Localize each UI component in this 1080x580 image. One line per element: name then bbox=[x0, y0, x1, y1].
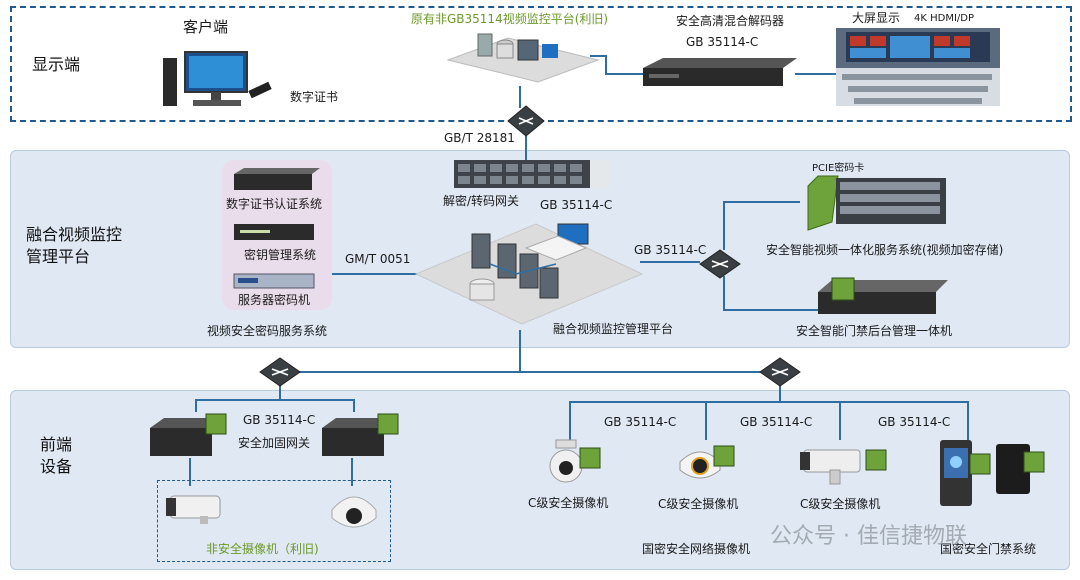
switch-platform-icon bbox=[699, 249, 741, 279]
access-terminal-icon bbox=[940, 440, 1045, 506]
gateway-std: GB 35114-C bbox=[540, 198, 613, 212]
decoder-label: 安全高清混合解码器 bbox=[676, 14, 785, 28]
bullet-camera-icon bbox=[800, 449, 887, 485]
gb35114-right-label: GB 35114-C bbox=[634, 243, 707, 257]
national-access-label: 国密安全门禁系统 bbox=[940, 542, 1037, 556]
gbt28181-label: GB/T 28181 bbox=[444, 131, 515, 145]
gmt0051-label: GM/T 0051 bbox=[345, 252, 411, 266]
bigscreen-room-image bbox=[836, 28, 1000, 106]
cam-c2-label: C级安全摄像机 bbox=[658, 497, 739, 511]
front-std-left: GB 35114-C bbox=[243, 413, 316, 427]
legacy-cams-box bbox=[157, 480, 391, 562]
front-std-3: GB 35114-C bbox=[878, 415, 951, 429]
secure-gateway-left-icon bbox=[150, 413, 227, 456]
crypto-service-label: 视频安全密码服务系统 bbox=[207, 324, 328, 338]
legacy-bullet-camera-icon bbox=[166, 495, 221, 524]
display-zone-title: 显示端 bbox=[32, 55, 81, 74]
platform-zone-title: 融合视频监控 管理平台 bbox=[26, 225, 123, 266]
legacy-dome-camera-icon bbox=[331, 496, 377, 528]
cam-c1-label: C级安全摄像机 bbox=[528, 496, 609, 510]
watermark: 公众号 · 佳信捷物联 bbox=[770, 524, 967, 549]
turret-camera-icon bbox=[679, 445, 735, 479]
decoder-std: GB 35114-C bbox=[686, 35, 759, 49]
switch-left-icon bbox=[259, 357, 301, 387]
bigscreen-spec: 4K HDMI/DP bbox=[914, 13, 974, 24]
front-std-2: GB 35114-C bbox=[740, 415, 813, 429]
national-cam-label: 国密安全网络摄像机 bbox=[642, 542, 751, 556]
legacy-platform-icon bbox=[446, 33, 600, 83]
server-crypto-label: 服务器密码机 bbox=[238, 293, 311, 307]
legacy-platform-label: 原有非GB35114视频监控平台(利旧) bbox=[411, 12, 609, 26]
storage-server-icon bbox=[807, 175, 946, 231]
digital-cert-label: 数字证书 bbox=[290, 90, 339, 104]
cert-auth-label: 数字证书认证系统 bbox=[226, 197, 323, 211]
pcie-card-label: PCIE密码卡 bbox=[812, 163, 865, 174]
key-mgmt-device-icon bbox=[234, 224, 314, 240]
ptz-camera-icon bbox=[549, 439, 601, 483]
main-platform-icon bbox=[414, 223, 644, 325]
server-crypto-device-icon bbox=[233, 273, 315, 289]
access-backend-label: 安全智能门禁后台管理一体机 bbox=[796, 324, 953, 338]
switch-top-icon bbox=[507, 105, 545, 137]
client-pc-icon bbox=[163, 51, 272, 106]
gateway-server-icon bbox=[454, 160, 610, 188]
access-backend-icon bbox=[818, 277, 948, 314]
secure-gateway-label: 安全加固网关 bbox=[238, 436, 311, 450]
secure-gateway-right-icon bbox=[322, 413, 399, 456]
cam-c3-label: C级安全摄像机 bbox=[800, 497, 881, 511]
client-label: 客户端 bbox=[183, 18, 229, 36]
cert-auth-device-icon bbox=[234, 168, 320, 190]
front-zone-title: 前端 设备 bbox=[40, 435, 73, 476]
storage-label: 安全智能视频一体化服务系统(视频加密存储) bbox=[766, 243, 1004, 257]
main-platform-label: 融合视频监控管理平台 bbox=[553, 322, 674, 336]
legacy-cams-label: 非安全摄像机（利旧) bbox=[206, 542, 319, 556]
decoder-device-icon bbox=[643, 58, 797, 86]
bigscreen-label: 大屏显示 bbox=[852, 11, 901, 25]
key-mgmt-label: 密钥管理系统 bbox=[244, 248, 317, 262]
switch-right-icon bbox=[759, 357, 801, 387]
gateway-label: 解密/转码网关 bbox=[443, 194, 520, 208]
front-std-1: GB 35114-C bbox=[604, 415, 677, 429]
